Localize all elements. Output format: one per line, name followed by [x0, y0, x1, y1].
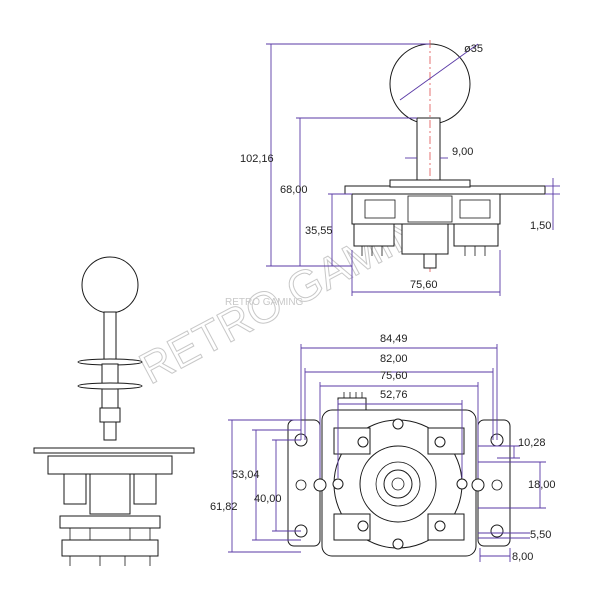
plate-perspective — [33, 447, 195, 454]
watermark-small: RETRO GAMING — [225, 297, 304, 308]
dim-hole-diameter: 5,50 — [530, 529, 551, 541]
dim-plate-thickness: 1,50 — [530, 220, 551, 232]
dim-body-width: 52,76 — [380, 389, 408, 401]
dim-slot-span: 18,00 — [528, 479, 556, 491]
perspective-view — [33, 256, 195, 566]
dim-height-mid: 53,04 — [232, 469, 260, 481]
side-view: ø35 102,16 68,00 35,55 9,00 1,50 75,60 — [240, 40, 560, 296]
dust-washer — [389, 179, 471, 188]
ball-perspective — [81, 256, 139, 314]
microswitch-right — [453, 223, 499, 247]
dim-ball-diameter: ø35 — [464, 43, 483, 55]
plan-view: 84,49 82,00 75,60 52,76 61,82 53,04 40,0… — [210, 333, 556, 563]
microswitch-left — [353, 223, 395, 247]
dim-shaft-height: 68,00 — [280, 184, 308, 196]
dim-base-width: 75,60 — [410, 279, 438, 291]
dim-hole-span-outer: 82,00 — [380, 353, 408, 365]
dim-height-overall: 61,82 — [210, 501, 238, 513]
dim-base-height: 35,55 — [305, 225, 333, 237]
dim-shaft-width: 9,00 — [452, 146, 473, 158]
dim-overall-height: 102,16 — [240, 153, 274, 165]
dim-hole-edge: 8,00 — [512, 551, 533, 563]
shaft-end — [423, 253, 437, 269]
actuator-center — [383, 469, 413, 499]
dim-slot-offset: 10,28 — [518, 437, 546, 449]
base-body — [351, 193, 501, 225]
dim-plate-width: 84,49 — [380, 333, 408, 345]
dim-height-inner: 40,00 — [254, 493, 282, 505]
dim-hole-span-inner: 75,60 — [380, 370, 408, 382]
mount-hole-br — [490, 524, 504, 538]
actuator-housing — [401, 223, 449, 255]
